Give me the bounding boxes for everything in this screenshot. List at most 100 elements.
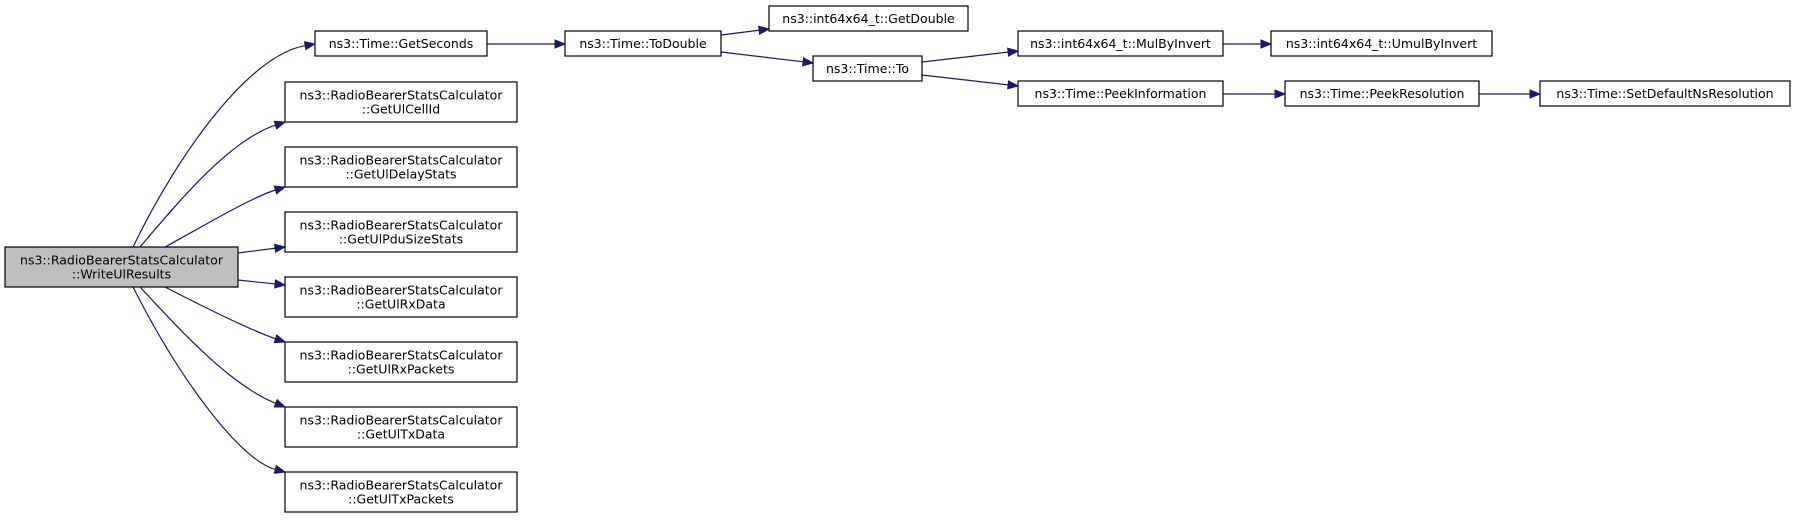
node-label-line: ::GetUlRxData: [356, 297, 445, 312]
node-label-line: ns3::RadioBearerStatsCalculator: [300, 88, 504, 103]
edge-arrowhead: [1274, 89, 1287, 99]
edge-write-ul-results-to-get-ul-cell-id: [139, 120, 287, 248]
node-label-line: ::GetUlCellId: [362, 102, 440, 117]
edge-arrowhead: [757, 25, 771, 36]
node-box[interactable]: [1270, 30, 1493, 57]
edge-line: [237, 279, 276, 285]
edge-arrowhead: [554, 39, 567, 49]
edge-write-ul-results-to-get-ul-tx-data: [139, 286, 287, 408]
edge-arrowhead: [273, 464, 287, 474]
edge-arrowhead: [273, 334, 287, 344]
node-box[interactable]: [1539, 80, 1791, 107]
edge-line: [139, 286, 276, 404]
edge-arrowhead: [303, 41, 317, 51]
node-get-ul-rx-data[interactable]: ns3::RadioBearerStatsCalculator::GetUlRx…: [284, 276, 518, 318]
edge-line: [132, 45, 306, 248]
node-box[interactable]: [284, 211, 518, 253]
edge-to-double-to-get-double: [720, 25, 771, 36]
node-box[interactable]: [284, 341, 518, 383]
node-label-line: ns3::RadioBearerStatsCalculator: [300, 283, 504, 298]
edge-arrowhead: [1007, 80, 1020, 90]
node-label-line: ns3::RadioBearerStatsCalculator: [300, 413, 504, 428]
node-to-double[interactable]: ns3::Time::ToDouble: [564, 30, 722, 57]
edge-line: [164, 286, 276, 340]
edge-arrowhead: [1260, 39, 1273, 49]
edge-write-ul-results-to-get-ul-pdu-size-stats: [237, 243, 287, 254]
node-get-ul-pdu-size-stats[interactable]: ns3::RadioBearerStatsCalculator::GetUlPd…: [284, 211, 518, 253]
node-box[interactable]: [812, 55, 923, 82]
node-label-line: ::GetUlPduSizeStats: [339, 232, 463, 247]
node-box[interactable]: [768, 5, 969, 32]
edge-write-ul-results-to-get-ul-rx-packets: [164, 286, 287, 344]
edge-time-to-to-peek-information: [921, 74, 1020, 90]
node-label-line: ns3::int64x64_t::MulByInvert: [1030, 36, 1211, 51]
node-label-line: ::GetUlRxPackets: [348, 362, 455, 377]
node-box[interactable]: [284, 146, 518, 188]
node-peek-resolution[interactable]: ns3::Time::PeekResolution: [1284, 80, 1480, 107]
node-get-ul-rx-packets[interactable]: ns3::RadioBearerStatsCalculator::GetUlRx…: [284, 341, 518, 383]
node-label-line: ::WriteUlResults: [72, 267, 171, 282]
edge-write-ul-results-to-get-ul-rx-data: [237, 279, 287, 289]
node-get-ul-delay-stats[interactable]: ns3::RadioBearerStatsCalculator::GetUlDe…: [284, 146, 518, 188]
node-label-line: ::GetUlTxData: [357, 427, 445, 442]
node-get-seconds[interactable]: ns3::Time::GetSeconds: [314, 30, 488, 57]
edge-arrowhead: [274, 279, 287, 289]
edge-to-double-to-time-to: [720, 51, 815, 67]
edge-mul-by-invert-to-umul-by-invert: [1223, 39, 1273, 49]
node-box[interactable]: [284, 471, 518, 513]
node-box[interactable]: [284, 406, 518, 448]
node-box[interactable]: [314, 30, 488, 57]
edge-line: [132, 286, 276, 471]
node-get-double[interactable]: ns3::int64x64_t::GetDouble: [768, 5, 969, 32]
node-box[interactable]: [1017, 80, 1224, 107]
node-label-line: ns3::RadioBearerStatsCalculator: [300, 218, 504, 233]
edge-arrowhead: [273, 398, 287, 408]
edge-arrowhead: [273, 120, 287, 130]
node-box[interactable]: [1284, 80, 1480, 107]
node-label-line: ns3::Time::SetDefaultNsResolution: [1556, 86, 1773, 101]
edge-line: [921, 74, 1009, 86]
edge-line: [164, 189, 276, 248]
node-get-ul-cell-id[interactable]: ns3::RadioBearerStatsCalculator::GetUlCe…: [284, 81, 518, 123]
node-get-ul-tx-packets[interactable]: ns3::RadioBearerStatsCalculator::GetUlTx…: [284, 471, 518, 513]
edge-line: [720, 29, 760, 36]
edge-write-ul-results-to-get-ul-tx-packets: [132, 286, 287, 474]
node-label-line: ::GetUlDelayStats: [345, 167, 456, 182]
node-box[interactable]: [564, 30, 722, 57]
node-label-line: ns3::Time::ToDouble: [579, 36, 707, 51]
edge-line: [139, 124, 276, 248]
node-mul-by-invert[interactable]: ns3::int64x64_t::MulByInvert: [1017, 30, 1224, 57]
edge-peek-information-to-peek-resolution: [1223, 89, 1287, 99]
node-write-ul-results[interactable]: ns3::RadioBearerStatsCalculator::WriteUl…: [4, 246, 239, 288]
edge-write-ul-results-to-get-seconds: [132, 41, 317, 248]
node-set-default-ns-resolution[interactable]: ns3::Time::SetDefaultNsResolution: [1539, 80, 1791, 107]
edge-arrowhead: [273, 243, 287, 254]
node-time-to[interactable]: ns3::Time::To: [812, 55, 923, 82]
node-label-line: ::GetUlTxPackets: [348, 492, 454, 507]
node-label-line: ns3::int64x64_t::UmulByInvert: [1286, 36, 1477, 51]
node-label-line: ns3::Time::To: [826, 61, 909, 76]
node-box[interactable]: [284, 276, 518, 318]
node-box[interactable]: [284, 81, 518, 123]
edge-layer: [132, 25, 1542, 474]
node-label-line: ns3::RadioBearerStatsCalculator: [300, 153, 504, 168]
node-umul-by-invert[interactable]: ns3::int64x64_t::UmulByInvert: [1270, 30, 1493, 57]
node-get-ul-tx-data[interactable]: ns3::RadioBearerStatsCalculator::GetUlTx…: [284, 406, 518, 448]
node-box[interactable]: [4, 246, 239, 288]
node-label-line: ns3::Time::PeekInformation: [1035, 86, 1207, 101]
node-label-line: ns3::RadioBearerStatsCalculator: [20, 253, 224, 268]
edge-line: [720, 51, 804, 63]
node-layer: ns3::RadioBearerStatsCalculator::WriteUl…: [4, 5, 1791, 513]
edge-arrowhead: [1007, 47, 1020, 57]
edge-arrowhead: [802, 57, 815, 67]
node-label-line: ns3::RadioBearerStatsCalculator: [300, 348, 504, 363]
edge-write-ul-results-to-get-ul-delay-stats: [164, 185, 287, 248]
node-label-line: ns3::Time::GetSeconds: [329, 36, 474, 51]
node-box[interactable]: [1017, 30, 1224, 57]
edge-line: [237, 247, 276, 254]
node-peek-information[interactable]: ns3::Time::PeekInformation: [1017, 80, 1224, 107]
edge-arrowhead: [273, 185, 287, 195]
edge-peek-resolution-to-set-default-ns-resolution: [1479, 89, 1542, 99]
edge-arrowhead: [1529, 89, 1542, 99]
edge-time-to-to-mul-by-invert: [921, 47, 1020, 63]
